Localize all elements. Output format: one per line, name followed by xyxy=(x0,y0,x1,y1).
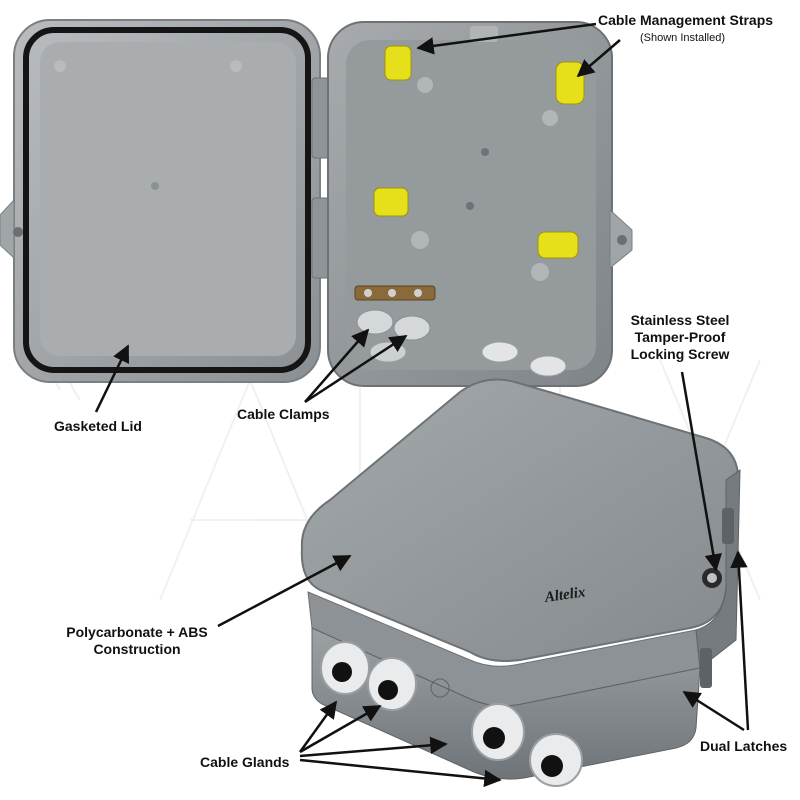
label-locking-screw-line3: Locking Screw xyxy=(630,346,730,362)
label-cable-clamps: Cable Clamps xyxy=(237,406,330,422)
label-cable-management-straps: Cable Management Straps xyxy=(598,12,774,28)
label-construction-line2: Construction xyxy=(93,641,181,657)
label-gasketed-lid: Gasketed Lid xyxy=(54,418,142,434)
open-lid xyxy=(0,19,321,383)
label-construction: Polycarbonate + ABS Construction xyxy=(52,624,222,658)
cable-strap xyxy=(373,45,585,259)
label-dual-latches: Dual Latches xyxy=(700,738,788,754)
cable-clamps xyxy=(354,285,436,341)
callout-arrows xyxy=(94,22,750,788)
open-base xyxy=(327,21,633,387)
closed-enclosure xyxy=(300,378,741,787)
label-construction-line1: Polycarbonate + ABS xyxy=(66,624,208,640)
label-cable-glands: Cable Glands xyxy=(200,754,290,770)
label-locking-screw-line2: Tamper-Proof xyxy=(634,329,726,345)
label-locking-screw-line1: Stainless Steel xyxy=(630,312,730,328)
label-locking-screw: Stainless Steel Tamper-Proof Locking Scr… xyxy=(615,312,745,363)
cable-gland xyxy=(320,641,583,787)
label-shown-installed: (Shown Installed) xyxy=(640,32,725,44)
